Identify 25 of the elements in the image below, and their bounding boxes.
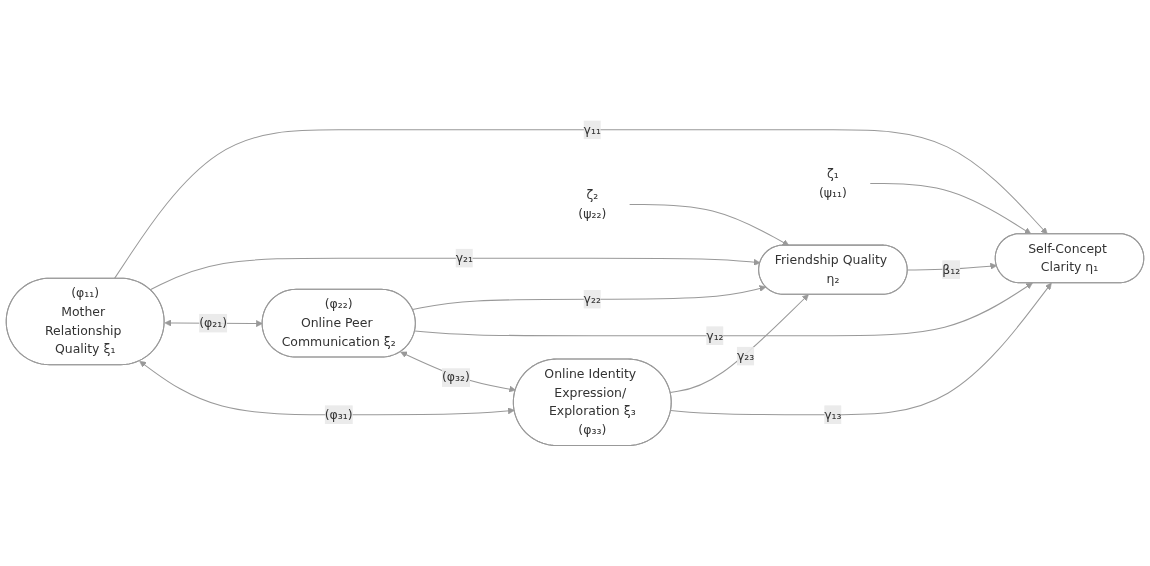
arrow [629, 203, 790, 246]
node-text: ζ₁ [827, 166, 839, 182]
arrow [149, 257, 761, 291]
edge-label: γ₁₂ [706, 327, 724, 343]
arrow [907, 262, 997, 271]
arrow [414, 282, 1033, 337]
edge-label: (φ₂₁) [199, 315, 228, 331]
arrow [400, 351, 516, 393]
node-text: ζ₂ [586, 187, 599, 203]
edge-label: β₁₂ [942, 261, 961, 277]
arrow [669, 294, 809, 393]
edge-label: γ₁₁ [583, 122, 601, 137]
node-label: (ψ₂₂) [578, 206, 607, 221]
arrow [113, 129, 1048, 280]
edge-label: (φ₃₂) [441, 369, 470, 385]
arrow [670, 282, 1052, 416]
edge-label: γ₁₃ [824, 406, 842, 422]
arrow [412, 285, 767, 311]
arrow [869, 183, 1032, 235]
arrow [139, 360, 515, 416]
node-label: (ψ₁₁) [818, 185, 847, 200]
edge-label: γ₂₂ [583, 291, 601, 307]
edge-label: γ₂₃ [736, 348, 755, 364]
edge-label: (φ₃₁) [324, 406, 353, 422]
edge-label: γ₂₁ [455, 250, 474, 266]
